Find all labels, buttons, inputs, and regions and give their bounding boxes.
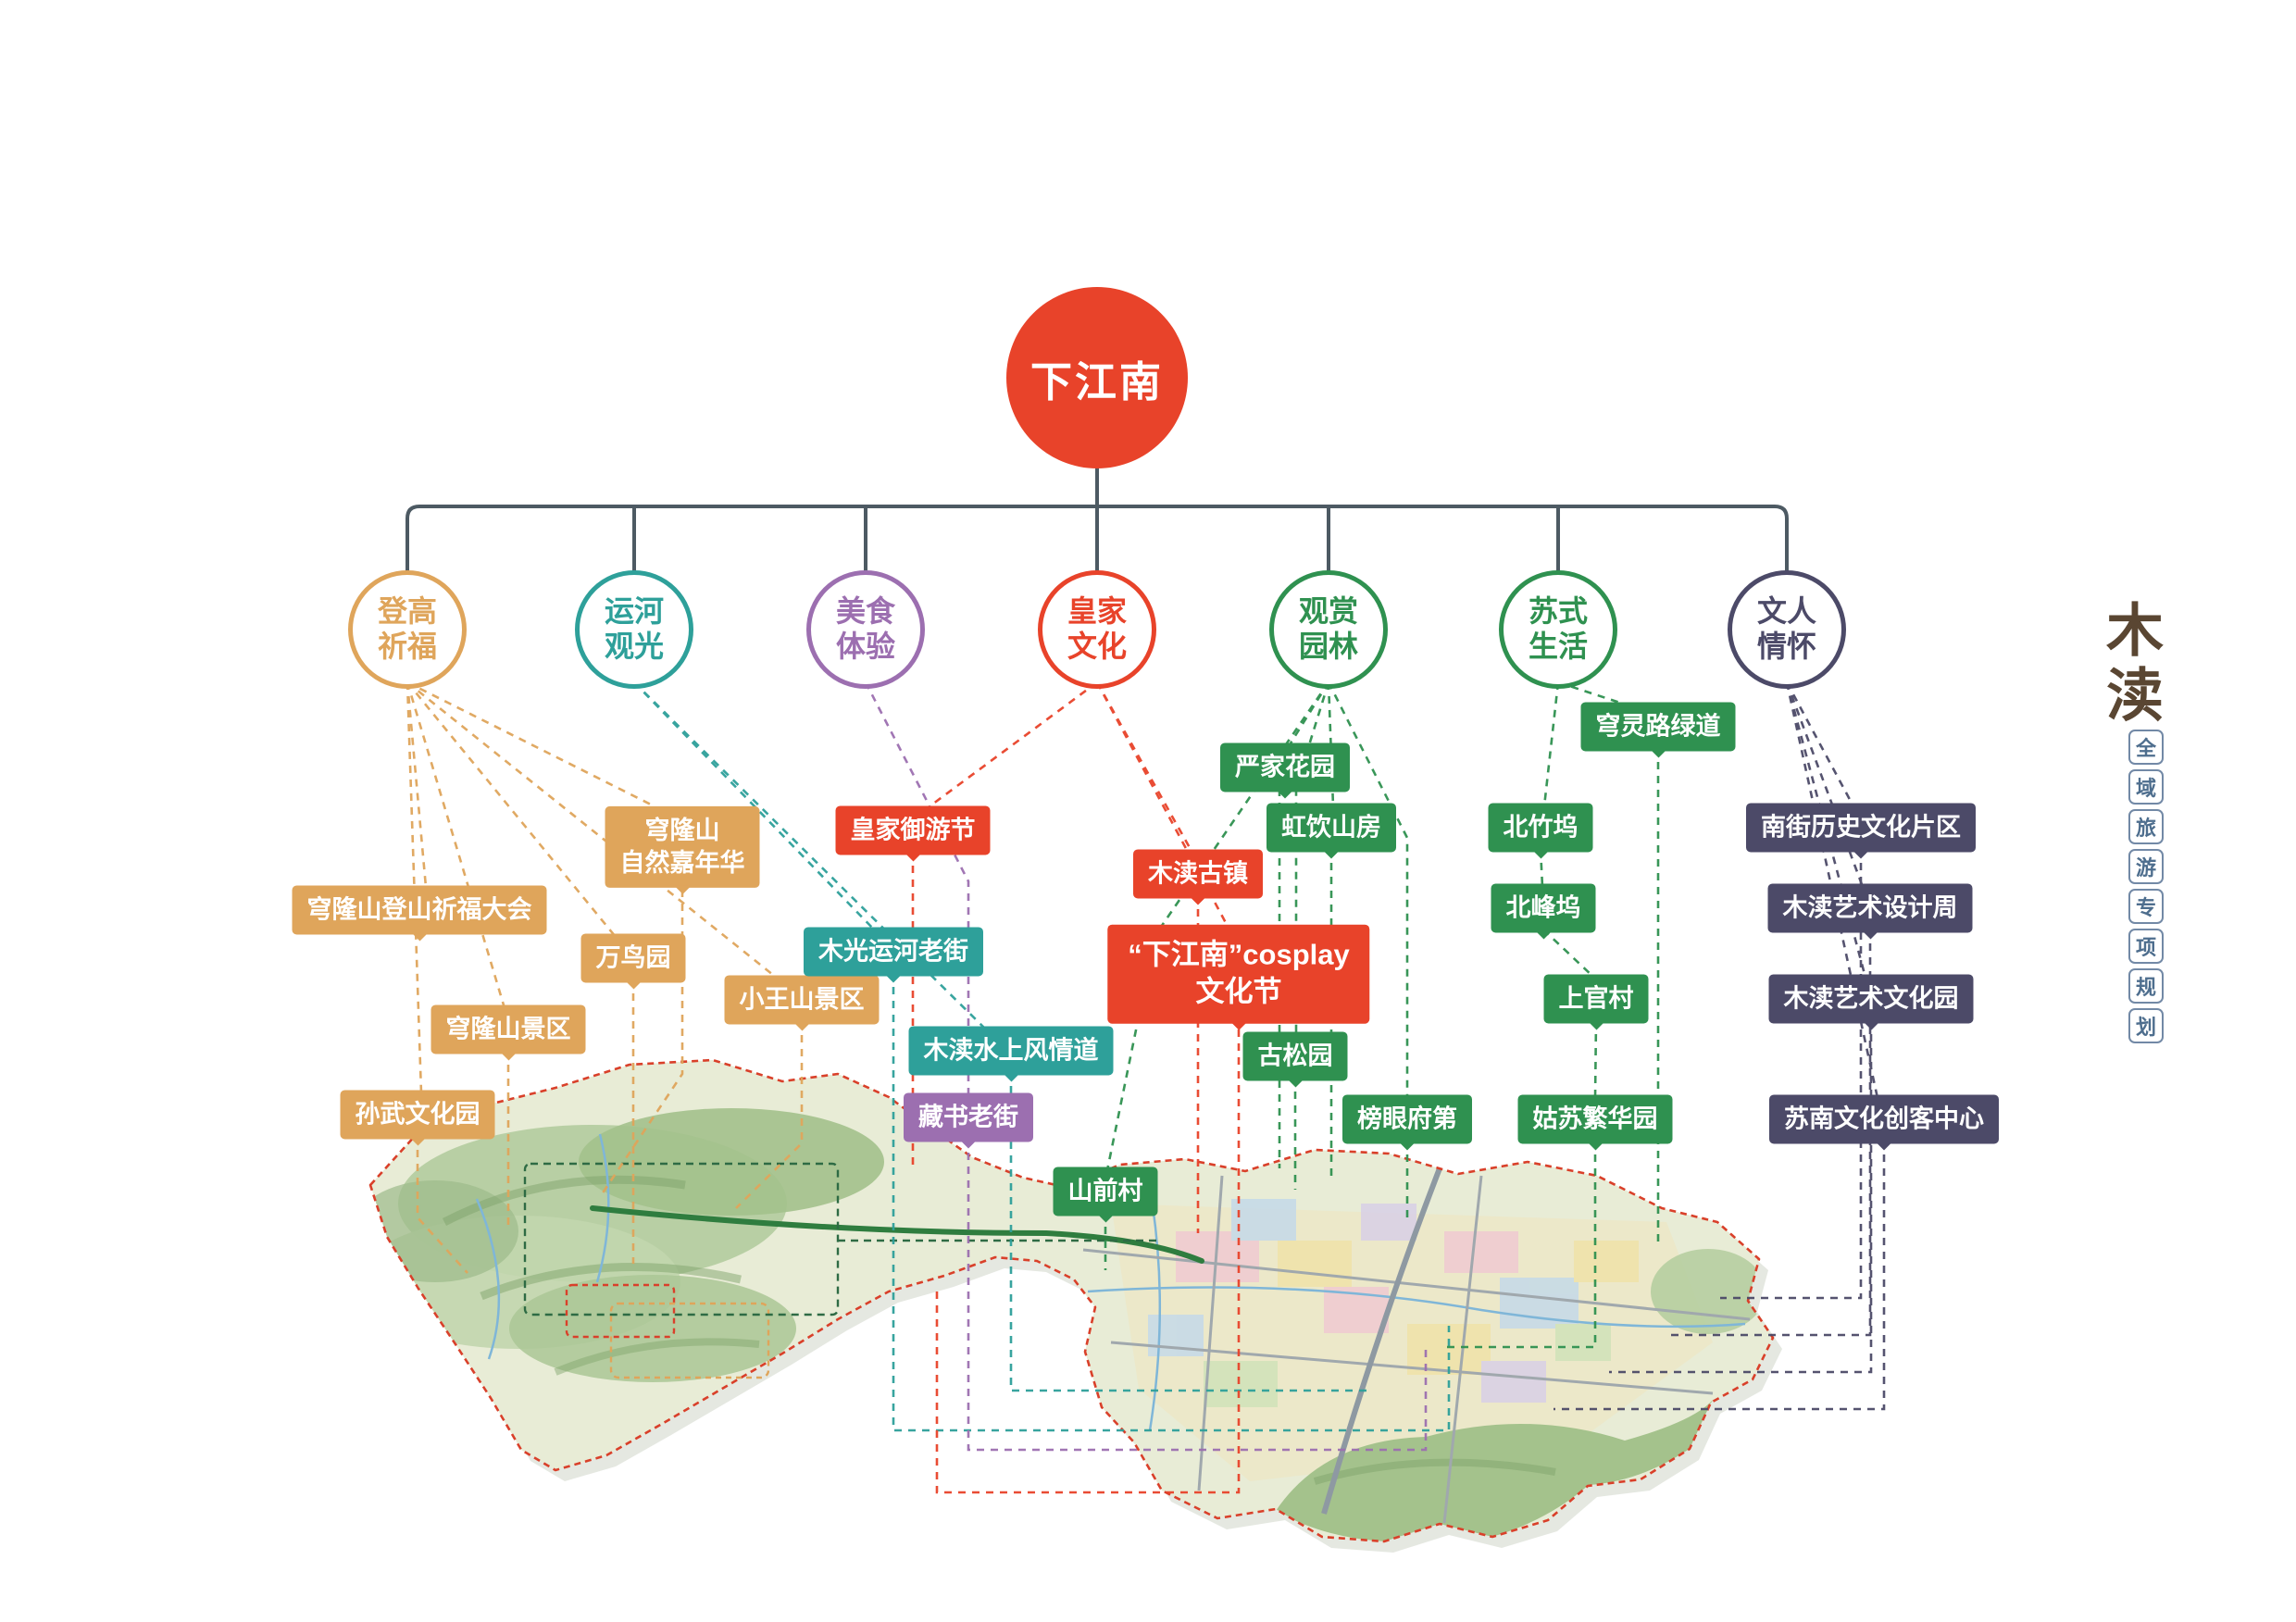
marked-zone-orange bbox=[609, 1302, 770, 1379]
brand-tagline-char: 项 bbox=[2128, 929, 2164, 964]
brand-tagline-char: 专 bbox=[2128, 889, 2164, 924]
category-denggao-qifu: 登高祈福 bbox=[348, 570, 467, 689]
poi-badge: 木渎艺术文化园 bbox=[1768, 974, 1974, 1024]
poi-badge: 孙武文化园 bbox=[340, 1090, 495, 1140]
category-huangjia-wenhua: 皇家文化 bbox=[1038, 570, 1156, 689]
poi-badge: 虹饮山房 bbox=[1267, 803, 1396, 853]
poi-badge: 皇家御游节 bbox=[835, 805, 991, 855]
poi-badge: 北峰坞 bbox=[1491, 883, 1596, 933]
brand-tagline-char: 划 bbox=[2128, 1008, 2164, 1043]
category-label: 观赏园林 bbox=[1298, 594, 1358, 663]
poi-badge: “下江南”cosplay 文化节 bbox=[1107, 924, 1370, 1024]
poi-badge: 穹灵路绿道 bbox=[1580, 702, 1736, 752]
poi-badge: 小王山景区 bbox=[724, 975, 880, 1025]
roads bbox=[1082, 1175, 1751, 1524]
region-map bbox=[368, 1058, 1782, 1553]
brand-tagline: 全 域 旅 游 专 项 规 划 bbox=[2128, 730, 2164, 1043]
poi-badge: 木渎古镇 bbox=[1133, 849, 1263, 899]
poi-badge: 姑苏繁华园 bbox=[1517, 1094, 1673, 1144]
marked-zone-red bbox=[565, 1283, 676, 1339]
poi-badge: 榜眼府第 bbox=[1342, 1094, 1472, 1144]
category-label: 登高祈福 bbox=[377, 594, 437, 663]
category-label: 美食体验 bbox=[835, 594, 895, 663]
category-sushi-shenghuo: 苏式生活 bbox=[1499, 570, 1617, 689]
category-label: 苏式生活 bbox=[1528, 594, 1588, 663]
brand-tagline-char: 旅 bbox=[2128, 809, 2164, 844]
poi-badge: 山前村 bbox=[1053, 1167, 1158, 1216]
category-wenren-qinghuai: 文人情怀 bbox=[1728, 570, 1846, 689]
category-label: 皇家文化 bbox=[1067, 594, 1127, 663]
category-yunhe-guanguang: 运河观光 bbox=[575, 570, 693, 689]
brand-tagline-char: 游 bbox=[2128, 849, 2164, 884]
poi-badge: 严家花园 bbox=[1220, 742, 1350, 792]
brand-tagline-char: 全 bbox=[2128, 730, 2164, 765]
poi-badge: 木渎艺术设计周 bbox=[1767, 883, 1973, 933]
root-node: 下江南 bbox=[1006, 287, 1188, 468]
category-label: 文人情怀 bbox=[1756, 594, 1816, 663]
poi-badge: 藏书老街 bbox=[904, 1092, 1033, 1142]
brand-tagline-char: 域 bbox=[2128, 769, 2164, 805]
poi-badge: 古松园 bbox=[1242, 1031, 1348, 1081]
poi-badge: 木光运河老街 bbox=[804, 927, 983, 977]
brand-tagline-char: 规 bbox=[2128, 968, 2164, 1004]
poi-badge: 南街历史文化片区 bbox=[1746, 803, 1976, 853]
poi-badge: 北竹坞 bbox=[1488, 803, 1593, 853]
map-detail bbox=[370, 1108, 1766, 1541]
greenway-line bbox=[590, 1205, 1204, 1264]
poi-badge: 苏南文化创客中心 bbox=[1769, 1094, 1999, 1144]
main-highway bbox=[1321, 1167, 1442, 1515]
poi-badge: 木渎水上风情道 bbox=[908, 1026, 1114, 1076]
poi-badge: 万鸟园 bbox=[580, 933, 686, 983]
poi-badge: 上官村 bbox=[1543, 974, 1649, 1024]
connector-tree bbox=[406, 466, 1789, 578]
brand-logo: 木渎 bbox=[2096, 600, 2164, 730]
marked-zone-green bbox=[523, 1162, 840, 1316]
poi-badge: 穹隆山登山祈福大会 bbox=[292, 885, 547, 935]
category-guanshang-yuanlin: 观赏园林 bbox=[1269, 570, 1388, 689]
category-label: 运河观光 bbox=[604, 594, 664, 663]
root-node-label: 下江南 bbox=[1029, 357, 1164, 406]
poi-badge: 穹隆山景区 bbox=[430, 1004, 586, 1054]
poi-badge: 穹隆山 自然嘉年华 bbox=[605, 805, 760, 889]
category-meishi-tiyan: 美食体验 bbox=[806, 570, 925, 689]
